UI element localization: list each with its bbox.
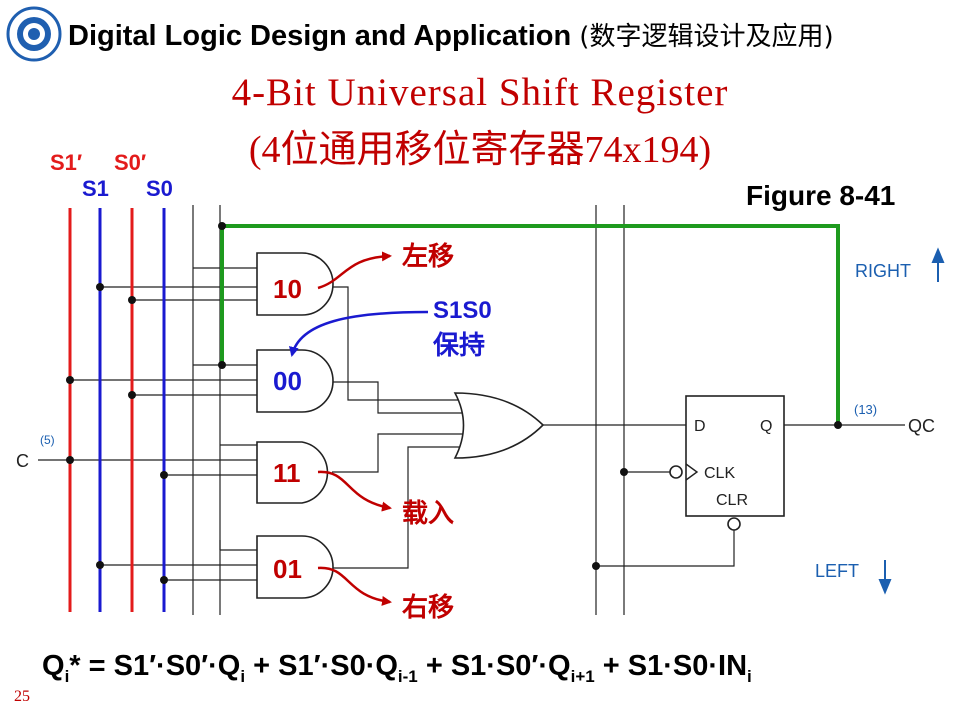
university-logo <box>6 6 62 62</box>
output-pin: (13) <box>854 402 877 417</box>
label-s1-bar: S1′ <box>50 150 82 175</box>
gate-code-10: 10 <box>273 274 302 304</box>
output-name: QC <box>908 416 935 436</box>
gate-code-01: 01 <box>273 554 302 584</box>
and-gate-11 <box>256 441 329 504</box>
gate-code-00: 00 <box>273 366 302 396</box>
label-s0: S0 <box>146 176 173 201</box>
slide-subtitle: (4位通用移位寄存器74x194) <box>248 129 712 171</box>
ff-label-q: Q <box>760 418 772 435</box>
annotation-shift-right: 右移 <box>402 593 454 623</box>
slide-title: 4-Bit Universal Shift Register <box>231 71 729 114</box>
transition-formula: Qi* = S1′·S0′·Qi + S1′·S0·Qi-1 + S1·S0′·… <box>42 650 752 686</box>
annotation-load: 载入 <box>402 499 454 529</box>
and-gate-00 <box>256 349 334 413</box>
arrow-shift-left <box>317 251 392 290</box>
direction-left: LEFT <box>815 561 859 581</box>
annotation-hold: 保持 <box>432 331 485 361</box>
annotation-shift-left: 左移 <box>402 242 454 272</box>
feedback-wire <box>220 224 840 425</box>
clr-bubble <box>727 517 741 531</box>
gate-code-11: 11 <box>273 458 301 488</box>
figure-label: Figure 8-41 <box>746 180 895 211</box>
course-title-en: Digital Logic Design and Application <box>68 20 572 52</box>
or-gate <box>453 392 545 459</box>
clk-bubble <box>669 465 683 479</box>
label-clock-pin: (5) <box>40 433 55 447</box>
label-s1: S1 <box>82 176 109 201</box>
and-gate-10 <box>256 252 334 316</box>
direction-right: RIGHT <box>855 261 911 281</box>
d-flipflop <box>685 395 785 517</box>
arrow-hold <box>289 310 429 357</box>
ff-label-d: D <box>694 418 706 435</box>
clk-triangle <box>685 463 699 481</box>
label-clock: C <box>16 451 29 471</box>
arrow-shift-right <box>317 566 392 606</box>
junction-dots <box>66 222 842 584</box>
arrow-load <box>317 470 392 512</box>
label-s0-bar: S0′ <box>114 150 146 175</box>
left-arrow-icon <box>878 560 892 595</box>
course-title-cn: (数字逻辑设计及应用) <box>579 22 834 52</box>
ff-label-clr: CLR <box>716 492 748 509</box>
page-number: 25 <box>14 688 30 705</box>
ff-label-clk: CLK <box>704 465 735 482</box>
course-title: Digital Logic Design and Application (数字… <box>68 16 834 53</box>
right-arrow-icon <box>931 247 945 282</box>
annotation-hold-code: S1S0 <box>433 297 492 324</box>
